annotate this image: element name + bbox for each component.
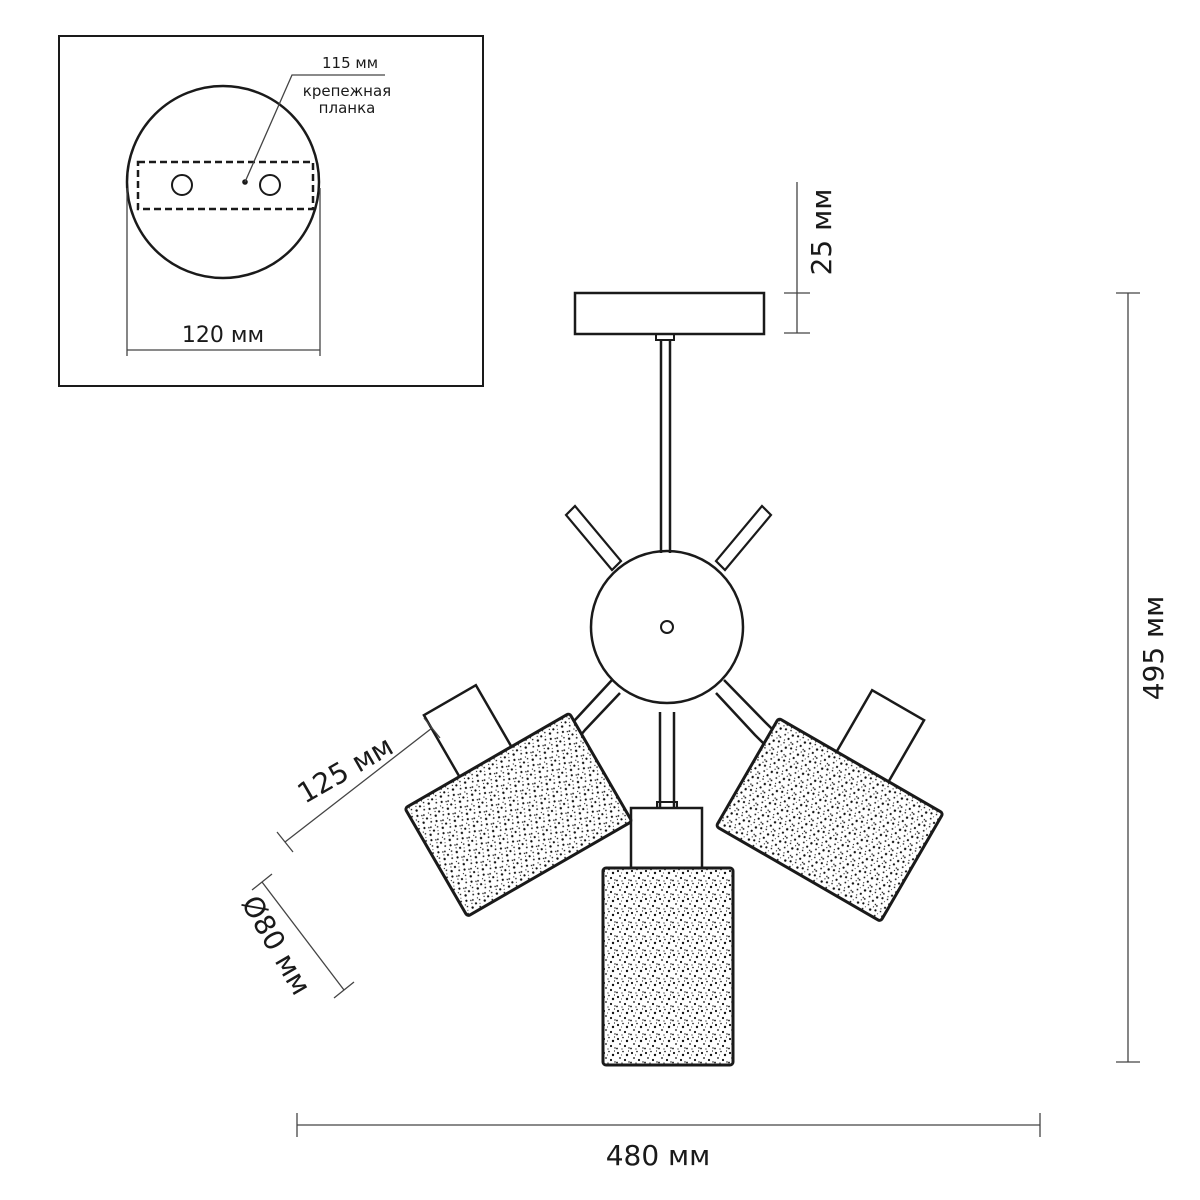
plate-width-label: 115 мм <box>322 54 378 72</box>
shade-right <box>715 717 944 922</box>
shade-length-dimension: 125 мм <box>276 717 441 853</box>
rod-upper-right <box>714 504 773 572</box>
canopy-height-dimension: 25 мм <box>784 182 838 334</box>
bracket-hole-left <box>171 174 193 196</box>
shade-length-label: 125 мм <box>292 729 399 810</box>
bracket-label-line2: планка <box>319 99 376 117</box>
mounting-inset: 115 мм крепежная планка 120 мм <box>58 35 484 387</box>
inset-frame <box>58 35 484 387</box>
shade-diameter-label: Ø80 мм <box>235 890 318 1001</box>
canopy-diameter-label: 120 мм <box>182 323 264 348</box>
hub-screw <box>660 620 674 634</box>
shade-center <box>601 866 735 1067</box>
canopy-top-view <box>125 84 321 280</box>
total-height-dimension: 495 мм <box>1116 292 1170 1063</box>
canopy-height-label: 25 мм <box>805 189 838 276</box>
total-height-label: 495 мм <box>1137 596 1170 701</box>
canopy-neck <box>655 333 675 341</box>
shade-diameter-dimension: Ø80 мм <box>235 873 355 1001</box>
mounting-bracket <box>136 160 315 211</box>
total-width-label: 480 мм <box>606 1139 711 1172</box>
bracket-hole-right <box>259 174 281 196</box>
socket-center <box>629 806 704 870</box>
hub <box>589 549 745 705</box>
total-width-dimension: 480 мм <box>296 1113 1041 1172</box>
rod-upper-left <box>564 504 623 572</box>
shade-left <box>404 712 633 917</box>
bracket-label-line1: крепежная <box>303 82 391 100</box>
canopy <box>573 291 766 336</box>
bracket-leader-line <box>244 74 385 183</box>
lamp-body <box>404 291 944 1067</box>
